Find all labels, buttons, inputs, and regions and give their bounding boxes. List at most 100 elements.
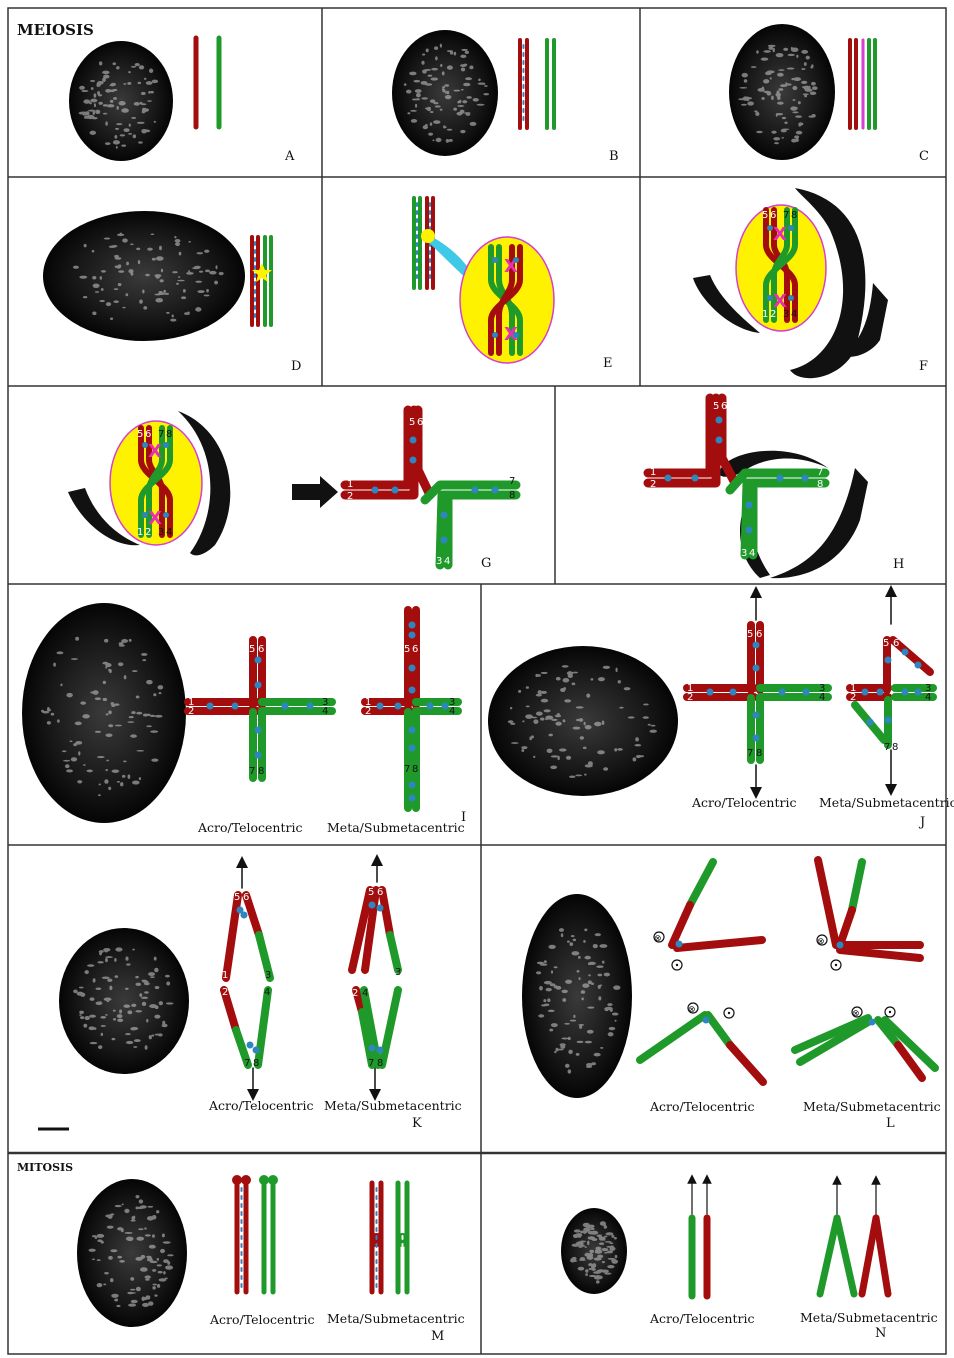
- chromatin-speck: [149, 69, 153, 73]
- caption-meta-j: Meta/Submetacentric: [819, 795, 954, 810]
- chromatin-speck: [594, 722, 601, 727]
- chromatin-speck: [131, 1300, 138, 1303]
- chromatin-speck: [543, 999, 546, 1002]
- chromatin-speck: [567, 941, 570, 943]
- chromatin-speck: [569, 942, 573, 946]
- chromatin-speck: [117, 1256, 122, 1259]
- chromatin-speck: [423, 125, 428, 129]
- chromatin-speck: [204, 250, 209, 253]
- chromatin-speck: [578, 1236, 581, 1238]
- chromatin-speck: [95, 110, 100, 114]
- chromatin-speck: [541, 672, 548, 674]
- chromatin-speck: [97, 1239, 102, 1242]
- chromatin-speck: [761, 58, 769, 61]
- chromatin-speck: [602, 1261, 605, 1263]
- chromatin-speck: [105, 666, 107, 668]
- svg-text:8: 8: [253, 1058, 259, 1069]
- chromatin-speck: [124, 128, 130, 132]
- chromatin-speck: [135, 983, 141, 986]
- chromatin-speck: [130, 1027, 136, 1030]
- chromatin-speck: [409, 72, 416, 76]
- chromatin-speck: [539, 986, 543, 991]
- chromatin-speck: [741, 104, 747, 106]
- svg-text:6: 6: [417, 417, 423, 428]
- chromatin-speck: [554, 966, 558, 968]
- chromatin-speck: [743, 96, 748, 100]
- svg-text:X: X: [148, 508, 162, 529]
- chromatin-speck: [104, 779, 108, 783]
- diagram-g: X X 56 78 12 34 12 56 78 34: [68, 410, 516, 567]
- panel-label-f: F: [919, 359, 928, 374]
- chromatin-speck: [643, 703, 649, 705]
- svg-text:2: 2: [770, 309, 776, 320]
- chromatin-speck: [105, 956, 113, 958]
- chromatin-speck: [142, 1002, 146, 1006]
- chromatin-speck: [135, 1257, 142, 1261]
- svg-text:6: 6: [377, 887, 383, 898]
- svg-text:3: 3: [741, 548, 747, 559]
- chromatin-speck: [596, 1280, 600, 1283]
- chromatin-speck: [161, 269, 163, 273]
- panel-label-b: B: [609, 149, 619, 164]
- panel-label-j: J: [918, 815, 925, 830]
- caption-meta-l: Meta/Submetacentric: [803, 1099, 941, 1114]
- chromatin-speck: [110, 1278, 114, 1282]
- svg-text:8: 8: [377, 1058, 383, 1069]
- chromatin-speck: [146, 725, 152, 727]
- micrograph-j: [488, 646, 678, 796]
- chromatin-speck: [151, 1034, 154, 1036]
- chromatin-speck: [95, 697, 101, 700]
- svg-text:7: 7: [244, 1058, 250, 1069]
- micrograph-d: [43, 211, 245, 341]
- chromatin-speck: [457, 105, 464, 107]
- chromatin-speck: [603, 666, 610, 669]
- chromatin-speck: [804, 94, 807, 97]
- svg-text:8: 8: [258, 766, 264, 777]
- chromatin-speck: [79, 1014, 81, 1016]
- chromatin-speck: [588, 962, 596, 965]
- chromatin-speck: [117, 781, 120, 783]
- chromatin-speck: [771, 131, 776, 134]
- chromatin-speck: [545, 718, 547, 720]
- chromatin-speck: [101, 270, 106, 272]
- chromatin-speck: [478, 79, 481, 82]
- chromatin-speck: [462, 100, 467, 103]
- chromatin-speck: [589, 1250, 594, 1253]
- chromatin-speck: [63, 760, 70, 762]
- svg-text:5: 5: [404, 644, 410, 655]
- chromatin-speck: [601, 1248, 608, 1251]
- chromatin-speck: [195, 307, 201, 312]
- chromatin-speck: [146, 1019, 148, 1023]
- chromatin-speck: [151, 233, 155, 235]
- chromatin-speck: [812, 86, 818, 90]
- svg-text:5: 5: [713, 401, 719, 412]
- chromatin-speck: [596, 965, 603, 968]
- chromatin-speck: [151, 758, 158, 761]
- chromatin-speck: [126, 1041, 133, 1044]
- chromatin-speck: [428, 75, 433, 77]
- panel-label-e: E: [603, 356, 613, 371]
- chromatin-speck: [115, 975, 119, 978]
- chromatin-speck: [422, 53, 425, 55]
- chromatin-speck: [121, 144, 126, 146]
- chromatin-speck: [83, 99, 90, 103]
- chromatin-speck: [150, 1261, 158, 1263]
- chromatin-speck: [99, 61, 102, 65]
- chromatin-speck: [147, 100, 152, 102]
- chromatin-speck: [781, 137, 784, 139]
- chromatin-speck: [604, 1236, 607, 1238]
- chromatin-speck: [98, 794, 101, 796]
- mitosis-header: MITOSIS: [17, 1161, 73, 1174]
- chromatin-speck: [100, 1016, 106, 1019]
- chromatin-speck: [127, 82, 131, 85]
- chromatin-speck: [183, 289, 186, 293]
- chromatin-speck: [576, 706, 584, 708]
- chromatin-speck: [101, 1033, 103, 1036]
- chromatin-speck: [156, 1210, 159, 1213]
- chromatin-speck: [473, 98, 479, 102]
- chromatin-speck: [406, 90, 411, 94]
- chromatin-speck: [83, 1024, 87, 1028]
- chromatin-speck: [108, 669, 111, 672]
- chromatin-speck: [139, 65, 144, 69]
- chromatin-speck: [136, 712, 142, 715]
